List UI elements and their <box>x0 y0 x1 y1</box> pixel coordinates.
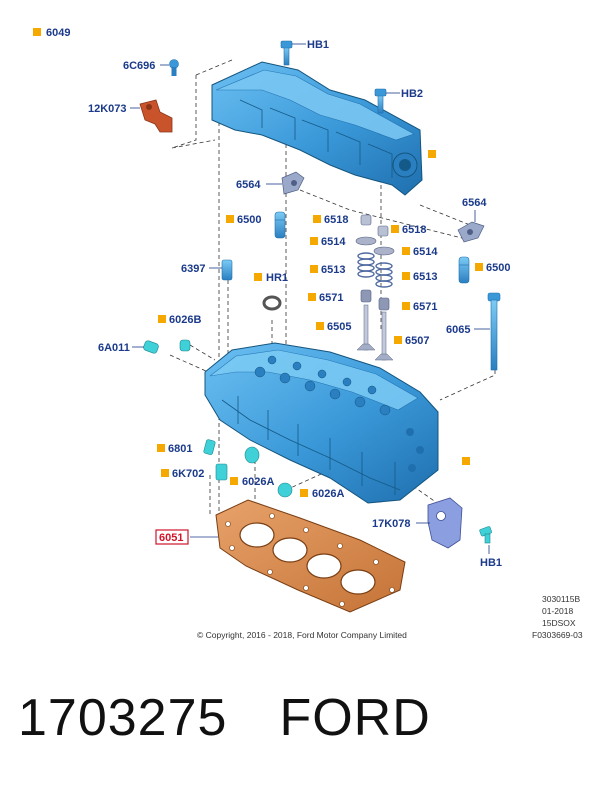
label-6514-right: 6514 <box>413 246 438 258</box>
label-6026a-left: 6026A <box>242 476 274 488</box>
label-6564-right: 6564 <box>462 197 487 209</box>
marker-square <box>230 477 238 485</box>
exhaust-valve <box>374 311 394 361</box>
marker-square <box>402 302 410 310</box>
part-6k702 <box>215 463 228 481</box>
lash-adjuster-right <box>458 256 470 284</box>
part-6397 <box>221 259 233 281</box>
label-hb1-top: HB1 <box>307 39 329 51</box>
label-12k073: 12K073 <box>88 103 127 115</box>
marker-square <box>475 263 483 271</box>
part-6c696 <box>169 59 179 76</box>
rocker-arm-right <box>457 221 485 243</box>
marker-square <box>402 272 410 280</box>
meta-line-4: F0303669-03 <box>532 630 583 640</box>
marker-square <box>462 457 470 465</box>
label-6500-right: 6500 <box>486 262 510 274</box>
marker-square <box>161 469 169 477</box>
valve-keeper-right <box>377 225 389 237</box>
label-6026b: 6026B <box>169 314 201 326</box>
label-6571-left: 6571 <box>319 292 343 304</box>
bolt-hb2 <box>374 88 387 114</box>
part-12k073 <box>139 99 173 133</box>
label-6a011: 6A011 <box>98 342 130 354</box>
highlight-box-6051 <box>155 529 189 545</box>
bolt-hb1-top <box>280 40 293 66</box>
label-6801: 6801 <box>168 443 192 455</box>
valve-stem-seal-right <box>378 297 390 311</box>
spring-retainer-left <box>355 236 377 246</box>
marker-square <box>300 489 308 497</box>
cylinder-head <box>204 342 439 504</box>
plug-6026a-left <box>244 446 260 464</box>
lash-adjuster-left <box>274 211 286 239</box>
label-6c696: 6C696 <box>123 60 155 72</box>
label-6518-left: 6518 <box>324 214 348 226</box>
part-number: 1703275 <box>18 689 228 747</box>
valve-keeper-left <box>360 214 372 226</box>
spring-retainer-right <box>373 246 395 256</box>
marker-square <box>313 215 321 223</box>
rocker-arm-left <box>281 171 305 195</box>
marker-square <box>402 247 410 255</box>
valve-spring-right <box>375 262 393 288</box>
marker-square <box>226 215 234 223</box>
head-gasket-6051 <box>215 499 406 613</box>
label-6065: 6065 <box>446 324 470 336</box>
label-6518-right: 6518 <box>402 224 426 236</box>
marker-square <box>308 293 316 301</box>
meta-line-2: 01-2018 <box>542 606 573 616</box>
label-6051: 6051 <box>159 532 183 544</box>
legend-marker <box>33 28 41 36</box>
marker-square <box>158 315 166 323</box>
brand-name: FORD <box>279 689 431 747</box>
copyright: © Copyright, 2016 - 2018, Ford Motor Com… <box>197 630 407 640</box>
footer: 1703275 FORD <box>18 688 431 748</box>
part-17k078 <box>427 497 463 549</box>
camshaft-carrier <box>211 61 423 196</box>
valve-stem-seal-left <box>360 289 372 303</box>
bolt-hb1-bottom <box>479 526 492 544</box>
label-6564-left: 6564 <box>236 179 261 191</box>
label-6507: 6507 <box>405 335 429 347</box>
label-6505: 6505 <box>327 321 351 333</box>
intake-valve <box>356 304 376 351</box>
marker-square <box>391 225 399 233</box>
valve-spring-left <box>357 252 375 278</box>
plug-6026b <box>179 339 191 352</box>
cylinder-head-exploded-diagram: 6049 <box>33 27 583 640</box>
label-hb2: HB2 <box>401 88 423 100</box>
label-6k702: 6K702 <box>172 468 204 480</box>
part-6801 <box>203 439 216 455</box>
legend-label: 6049 <box>46 27 70 39</box>
marker-square <box>310 265 318 273</box>
seal-ring-hr1 <box>262 295 282 311</box>
part-6a011 <box>143 340 159 354</box>
label-6513-right: 6513 <box>413 271 437 283</box>
label-hr1: HR1 <box>266 272 288 284</box>
marker-square <box>394 336 402 344</box>
marker-square <box>428 150 436 158</box>
label-17k078: 17K078 <box>372 518 411 530</box>
label-6500-left: 6500 <box>237 214 261 226</box>
label-6026a-right: 6026A <box>312 488 344 500</box>
head-bolt-6065 <box>487 292 501 371</box>
meta-line-3: 15DSOX <box>542 618 576 628</box>
label-6571-right: 6571 <box>413 301 437 313</box>
label-6514-left: 6514 <box>321 236 346 248</box>
meta-line-1: 3030115B <box>542 594 580 604</box>
marker-square <box>254 273 262 281</box>
label-hb1-bottom: HB1 <box>480 557 502 569</box>
marker-square <box>157 444 165 452</box>
label-6513-left: 6513 <box>321 264 345 276</box>
marker-square <box>310 237 318 245</box>
label-6397: 6397 <box>181 263 205 275</box>
marker-square <box>316 322 324 330</box>
plug-6026a-right <box>277 482 293 498</box>
